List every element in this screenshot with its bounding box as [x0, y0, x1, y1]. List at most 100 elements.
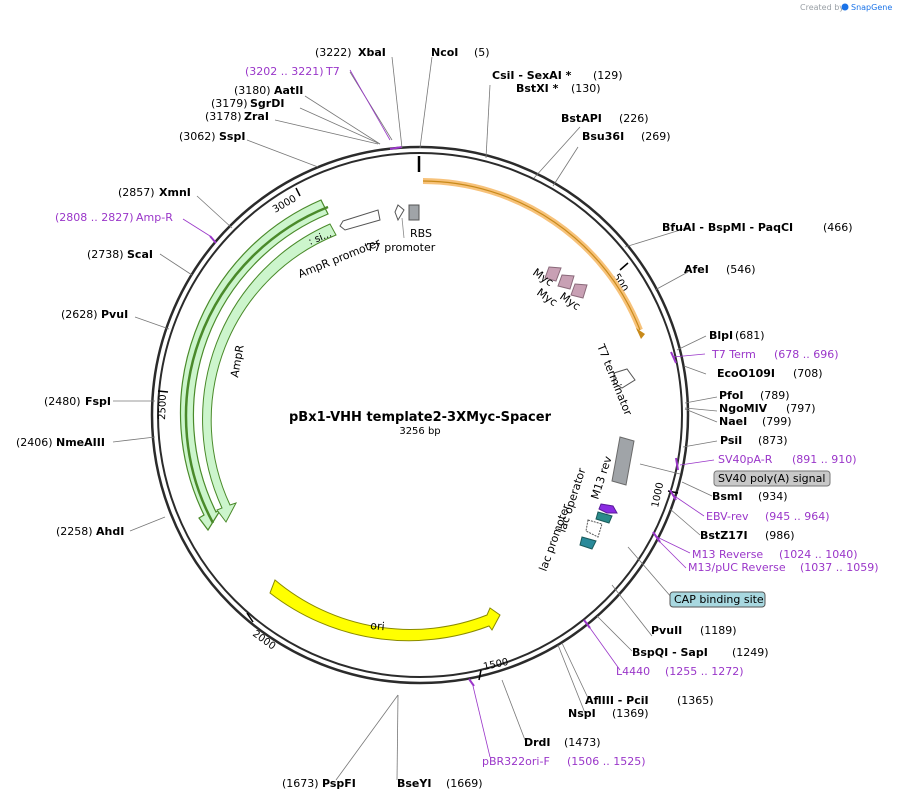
sv40-signal-box[interactable]: [713, 470, 831, 487]
created-by-text: Created by: [800, 3, 844, 12]
tick-2500: 2500: [157, 394, 169, 420]
site-bstapi-pos: (226): [619, 112, 649, 125]
primer-pbr322ori-f: pBR322ori-F: [482, 755, 550, 768]
m13-rev-feature[interactable]: [598, 503, 618, 514]
site-bspqi-pos: (1249): [732, 646, 769, 659]
site-ecoo109i: EcoO109I: [717, 367, 775, 380]
site-bstapi: BstAPI: [561, 112, 602, 125]
ampr-primer-line: [184, 205, 329, 524]
site-bsmi: BsmI: [712, 490, 743, 503]
myc-feature-2[interactable]: [557, 274, 575, 290]
site-pspfi: PspFI: [322, 777, 356, 790]
site-blpi: BlpI: [709, 329, 733, 342]
tick-1000: 1000: [650, 481, 666, 508]
site-bfuai-bspmi-paqci: BfuAI - BspMI - PaqCI: [662, 221, 793, 234]
rbs-leader: [401, 217, 405, 239]
lac-promoter-feature[interactable]: [585, 519, 603, 538]
site-bfuai-pos: (466): [823, 221, 853, 234]
t7-promoter-feature[interactable]: [394, 204, 405, 222]
site-ahdi-pos: (2258): [56, 525, 93, 538]
site-zrai: ZraI: [244, 110, 269, 123]
site-bseyi-pos: (1669): [446, 777, 483, 790]
myc-feature-1[interactable]: [544, 266, 562, 282]
cap-binding-box[interactable]: [669, 591, 766, 608]
lac-operator-feature[interactable]: [595, 511, 613, 524]
primer-m13-reverse: M13 Reverse: [692, 548, 763, 561]
site-xmni-pos: (2857): [118, 186, 155, 199]
site-blpi-pos: (681): [735, 329, 765, 342]
rbs-label: RBS: [410, 227, 432, 240]
primer-t7-pos: (3202 .. 3221): [245, 65, 324, 78]
site-ngomiv-pos: (797): [786, 402, 816, 415]
site-sgrdi-pos: (3179): [211, 97, 248, 110]
ori-feature[interactable]: [269, 579, 501, 642]
site-pfoi-pos: (789): [760, 389, 790, 402]
primer-pbr322ori-f-pos: (1506 .. 1525): [567, 755, 646, 768]
primer-m13-reverse-pos: (1024 .. 1040): [779, 548, 858, 561]
primer-m13-puc-reverse-pos: (1037 .. 1059): [800, 561, 879, 574]
m13-rev-label: M13 rev: [588, 454, 614, 501]
site-xmni: XmnI: [159, 186, 191, 199]
t7-promoter-label: T7 promoter: [366, 241, 436, 254]
primer-t7: T7: [325, 65, 340, 78]
t7-terminator-feature[interactable]: [613, 368, 636, 389]
site-nmeaiii-pos: (2406): [16, 436, 53, 449]
site-afliii-pcii: AflIII - PciI: [585, 694, 649, 707]
insert-feature-line: [422, 180, 641, 331]
primer-ampr: Amp-R: [136, 211, 173, 224]
restriction-site-labels: (3222) XbaI NcoI (5) (3202 .. 3221) T7 C…: [16, 46, 879, 790]
primer-ampr-pos: (2808 .. 2827): [55, 211, 134, 224]
ampr-feature[interactable]: [202, 223, 337, 523]
backbone-inner-ring: [157, 152, 683, 678]
site-csii-sexai: CsiI - SexAI *: [492, 69, 572, 82]
site-nmeaiii: NmeAIII: [56, 436, 105, 449]
site-naei-pos: (799): [762, 415, 792, 428]
sv40-feature[interactable]: [611, 436, 635, 486]
site-psii: PsiI: [720, 434, 742, 447]
site-pvuii: PvuII: [651, 624, 682, 637]
plasmid-size: 3256 bp: [399, 426, 440, 437]
site-fspi: FspI: [85, 395, 111, 408]
site-ncoi-pos: (5): [474, 46, 490, 59]
site-bstxi-pos: (130): [571, 82, 601, 95]
site-xbai-pos: (3222): [315, 46, 352, 59]
sv40-signal-label: SV40 poly(A) signal: [718, 472, 825, 485]
site-naei: NaeI: [719, 415, 747, 428]
primer-t7term: T7 Term: [711, 348, 756, 361]
primer-marks: [209, 146, 679, 687]
site-ncoi: NcoI: [431, 46, 458, 59]
cap-site-feature[interactable]: [579, 536, 597, 550]
rbs-feature[interactable]: [408, 204, 420, 221]
site-bstxi: BstXI *: [516, 82, 559, 95]
site-csii-pos: (129): [593, 69, 623, 82]
primer-sv40pa-r-pos: (891 .. 910): [792, 453, 857, 466]
site-aatii: AatII: [274, 84, 303, 97]
lac-promoter-label: lac promoter: [537, 502, 573, 573]
site-ecoo109i-pos: (708): [793, 367, 823, 380]
insert-feature-arrow[interactable]: [422, 178, 643, 332]
site-afei-pos: (546): [726, 263, 756, 276]
ampr-promoter-feature[interactable]: [339, 209, 381, 231]
primer-sv40pa-r: SV40pA-R: [718, 453, 773, 466]
primer-ebv-rev-pos: (945 .. 964): [765, 510, 830, 523]
site-afliii-pos: (1365): [677, 694, 714, 707]
site-pfoi: PfoI: [719, 389, 744, 402]
primer-t7term-pos: (678 .. 696): [774, 348, 839, 361]
site-ngomiv: NgoMIV: [719, 402, 768, 415]
site-pvui: PvuI: [101, 308, 128, 321]
site-drdi: DrdI: [524, 736, 551, 749]
site-aatii-pos: (3180): [234, 84, 271, 97]
site-bstz17i-pos: (986): [765, 529, 795, 542]
site-pvuii-pos: (1189): [700, 624, 737, 637]
site-bsu36i-pos: (269): [641, 130, 671, 143]
site-sgrdi: SgrDI: [250, 97, 284, 110]
ori-label: ori: [370, 619, 385, 633]
snapgene-logo-icon: [841, 3, 849, 11]
site-drdi-pos: (1473): [564, 736, 601, 749]
site-sspi: SspI: [219, 130, 245, 143]
myc-feature-3[interactable]: [570, 283, 588, 299]
primer-l4440-pos: (1255 .. 1272): [665, 665, 744, 678]
primer-m13-puc-reverse: M13/pUC Reverse: [688, 561, 786, 574]
ampr-outer-feature[interactable]: [179, 199, 329, 532]
